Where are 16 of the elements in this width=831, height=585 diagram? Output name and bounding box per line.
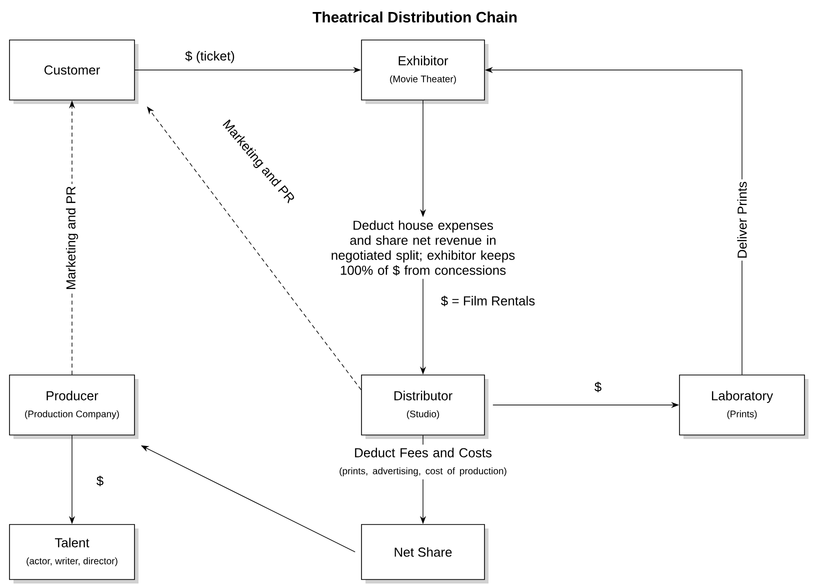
process-box: Distributor (Studio): [361, 374, 488, 439]
title: Theatrical Distribution Chain: [312, 12, 517, 22]
edge-label: $ (ticket): [185, 50, 234, 64]
edge-label: $ = Film Rentals: [441, 296, 535, 306]
process-box: Talent (actor, writer, director): [9, 524, 138, 584]
process-box: Exhibitor (Movie Theater): [361, 40, 488, 104]
edge-label: Deliver Prints: [735, 179, 749, 261]
process-box: Producer (Production Company): [9, 374, 138, 439]
edge-label: $: [594, 382, 602, 392]
process-box: Net Share: [361, 524, 488, 584]
annotation-text: Deduct house expenses and share net revenue in negotiated split; exhibitor keeps 100% of $ from concessions: [332, 220, 515, 276]
process-box: Laboratory (Prints): [679, 374, 808, 439]
edge-label: Marketing and PR: [64, 184, 80, 292]
annotation-text: Deduct Fees and Costs (prints, advertising, cost of production): [340, 448, 506, 476]
edge-label: $: [96, 476, 104, 486]
process-box: Customer: [9, 40, 138, 104]
